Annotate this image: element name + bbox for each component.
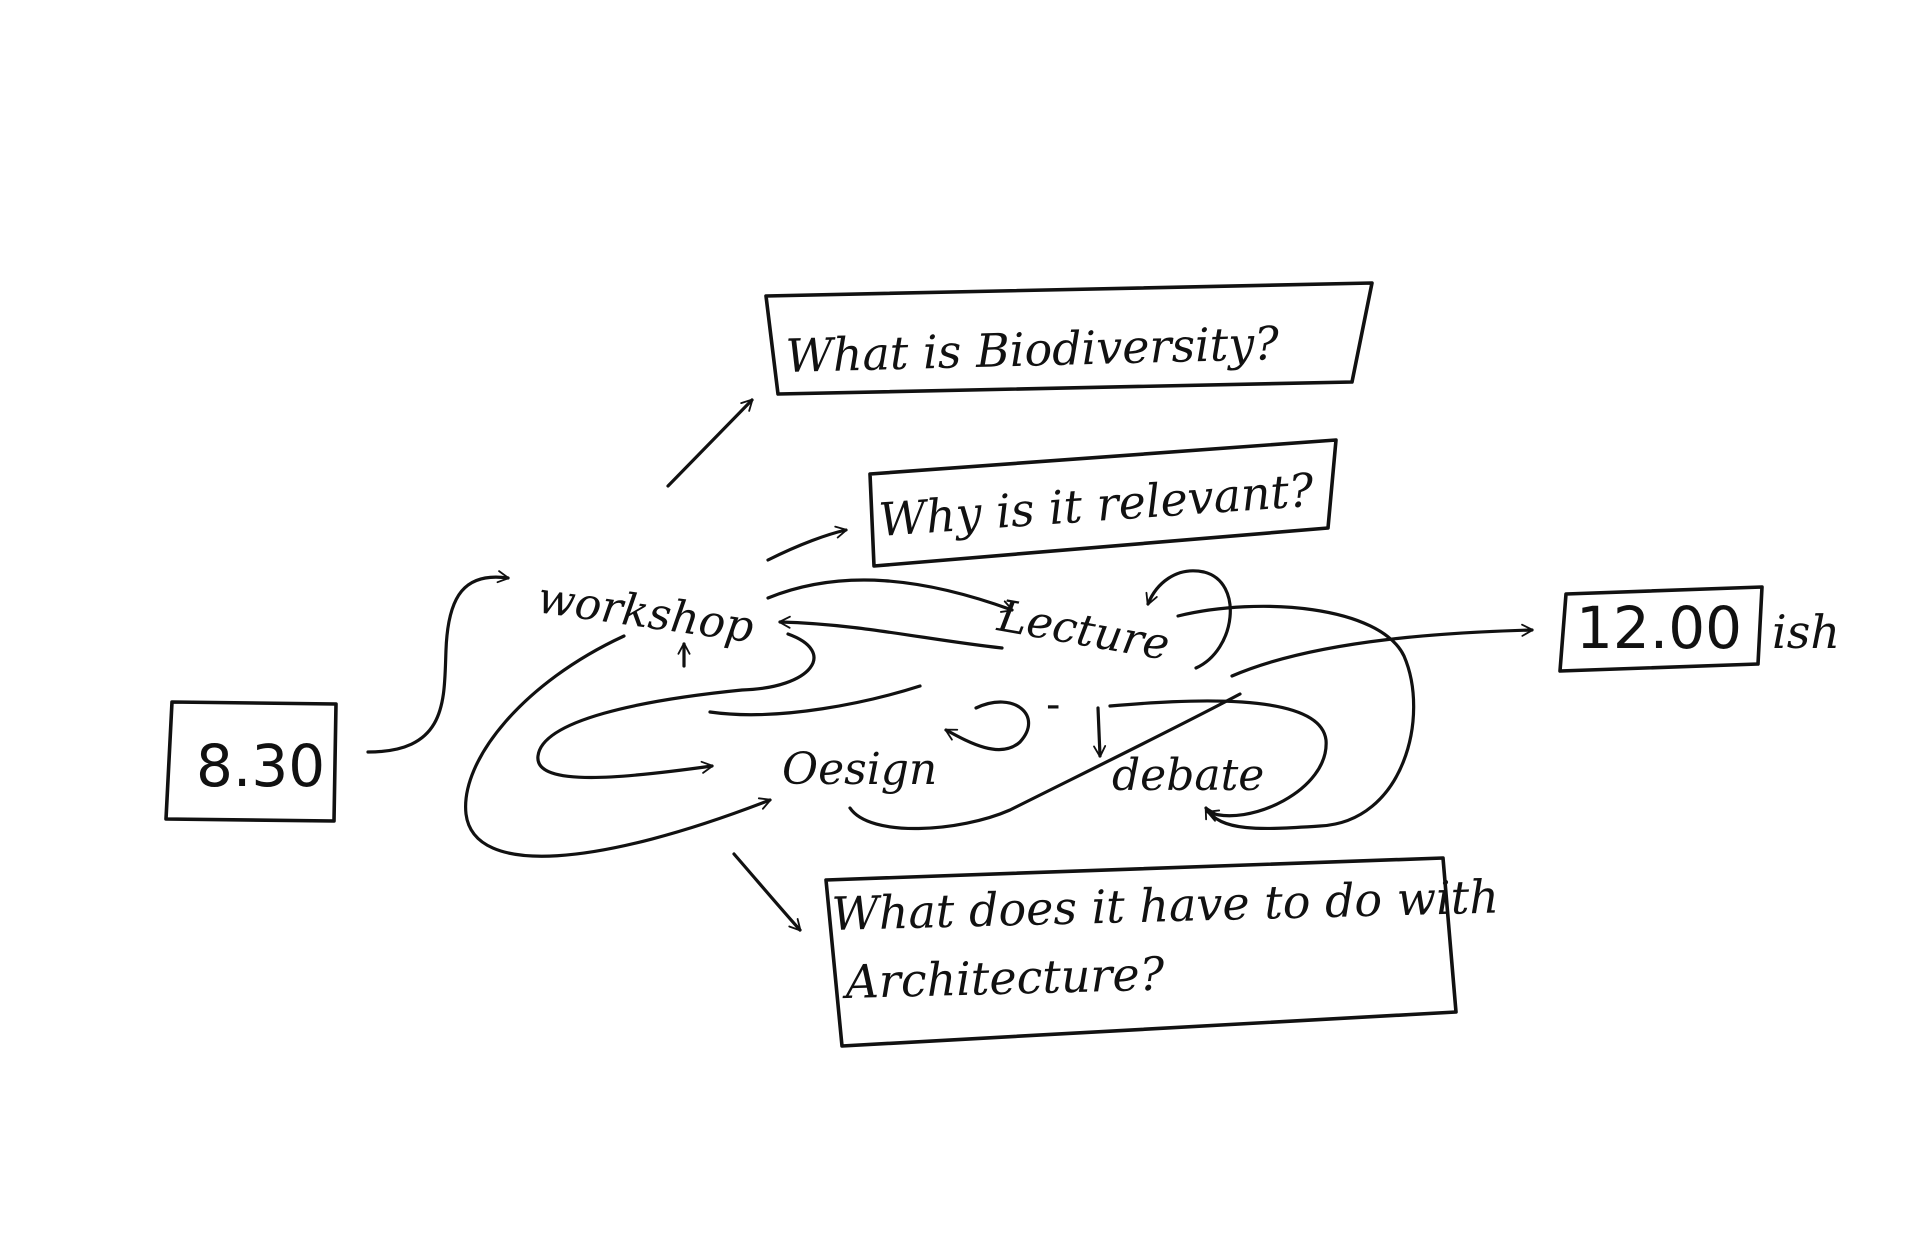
q3-box — [824, 856, 1458, 1048]
curve-workshop-design-link — [708, 684, 922, 717]
start-time-box — [164, 700, 338, 823]
start-time-label: 8.30 — [196, 732, 325, 800]
curve-design-to-debate — [848, 692, 1242, 831]
big-loop-lecture-debate — [1176, 604, 1416, 831]
question-architecture-line2: Architecture? — [841, 947, 1165, 1009]
arrow-design-to-q3 — [732, 852, 802, 932]
node-separator: - — [1046, 682, 1060, 728]
q1-box — [764, 281, 1374, 396]
arrow-down-to-debate — [1093, 706, 1107, 758]
node-design: Oesign — [782, 744, 937, 795]
arrow-to-q2 — [766, 525, 848, 562]
arrow-to-end-time — [1230, 623, 1534, 678]
question-architecture-line1: What does it have to do with — [831, 870, 1500, 941]
arrow-start-to-workshop — [366, 570, 510, 754]
loop-debate — [1108, 699, 1328, 822]
arrow-workshop-to-lecture — [766, 578, 1014, 613]
arrow-lecture-to-workshop — [778, 615, 1004, 650]
q2-box — [868, 438, 1338, 568]
end-time-label: 12.00 — [1576, 594, 1742, 662]
loop-to-design — [944, 700, 1031, 752]
loop-workshop-to-design — [536, 632, 816, 780]
arrow-to-q1 — [666, 398, 754, 488]
node-debate: debate — [1112, 750, 1264, 801]
loop-lecture-self — [1145, 569, 1232, 670]
end-time-box — [1558, 585, 1764, 673]
question-biodiversity: What is Biodiversity? — [785, 316, 1280, 383]
node-lecture: Lecture — [993, 590, 1173, 670]
curve-workshop-to-design — [464, 634, 772, 858]
end-time-suffix: ish — [1772, 605, 1840, 659]
node-workshop: workshop — [534, 572, 756, 653]
